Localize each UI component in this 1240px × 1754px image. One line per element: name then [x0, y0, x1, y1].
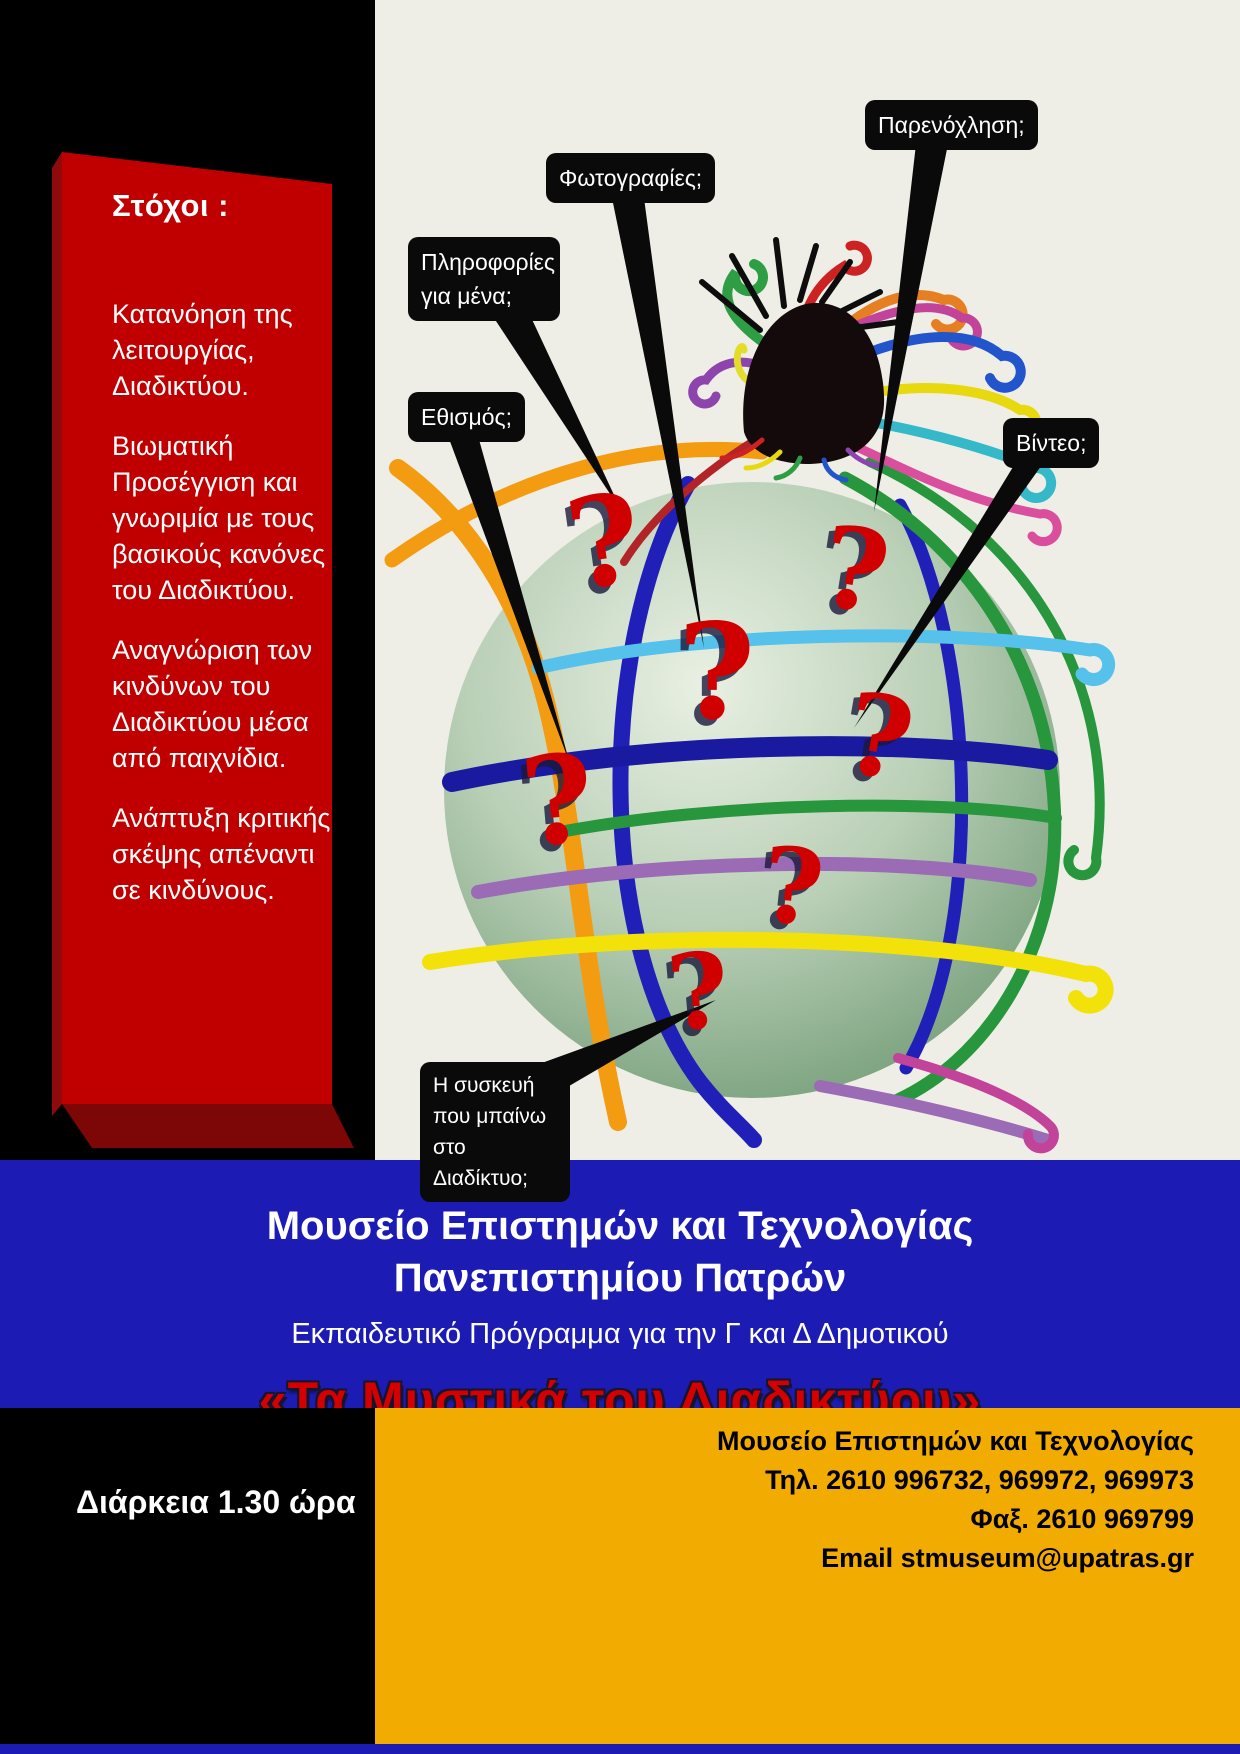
footer-contact: Μουσείο Επιστημών και Τεχνολογίας Τηλ. 2…: [375, 1408, 1240, 1744]
callout-video: Βίντεο;: [1003, 418, 1100, 468]
bottom-blue-strip: [0, 1744, 1240, 1754]
program-subtitle: Εκπαιδευτικό Πρόγραμμα για την Γ και Δ Δ…: [291, 1318, 949, 1350]
callout-device: Η συσκευή που μπαίνω στο Διαδίκτυο;: [420, 1062, 570, 1202]
callout-photos: Φωτογραφίες;: [546, 153, 716, 203]
banner: Μουσείο Επιστημών και Τεχνολογίας Πανεπι…: [0, 1160, 1240, 1428]
goal-item: Αναγνώριση των κινδύνων του Διαδικτύου μ…: [112, 635, 313, 773]
callout-addiction: Εθισμός;: [408, 392, 525, 442]
question-mark: ?: [755, 822, 830, 951]
goal-item: Ανάπτυξη κριτικής σκέψης απέναντι σε κιν…: [112, 803, 331, 905]
callout-info-about-me: Πληροφορίες για μένα;: [408, 237, 560, 321]
callout-harassment: Παρενόχληση;: [865, 100, 1038, 150]
contact-line: Τηλ. 2610 996732, 969972, 969973: [765, 1465, 1194, 1495]
goals-title: Στόχοι :: [112, 188, 229, 223]
question-mark: ?: [662, 927, 735, 1056]
goal-item: Βιωματική Προσέγγιση και γνωριμία με του…: [112, 431, 326, 605]
duration-text: Διάρκεια 1.30 ώρα: [76, 1484, 356, 1520]
museum-name-line1: Μουσείο Επιστημών και Τεχνολογίας: [266, 1204, 974, 1248]
museum-name-line2: Πανεπιστημίου Πατρών: [393, 1256, 847, 1300]
question-mark: ?: [515, 725, 600, 875]
footer-left: Διάρκεια 1.30 ώρα: [0, 1408, 375, 1744]
goal-item: Κατανόηση της λειτουργίας, Διαδικτύου.: [112, 299, 293, 401]
cream-background: [375, 0, 1240, 1160]
contact-line: Φαξ. 2610 969799: [970, 1504, 1194, 1534]
goals-panel: Στόχοι : Κατανόηση της λειτουργίας, Διαδ…: [112, 188, 334, 932]
contact-line: Μουσείο Επιστημών και Τεχνολογίας: [717, 1426, 1194, 1456]
contact-line: Email stmuseum@upatras.gr: [821, 1543, 1194, 1573]
question-mark: ?: [678, 595, 756, 750]
